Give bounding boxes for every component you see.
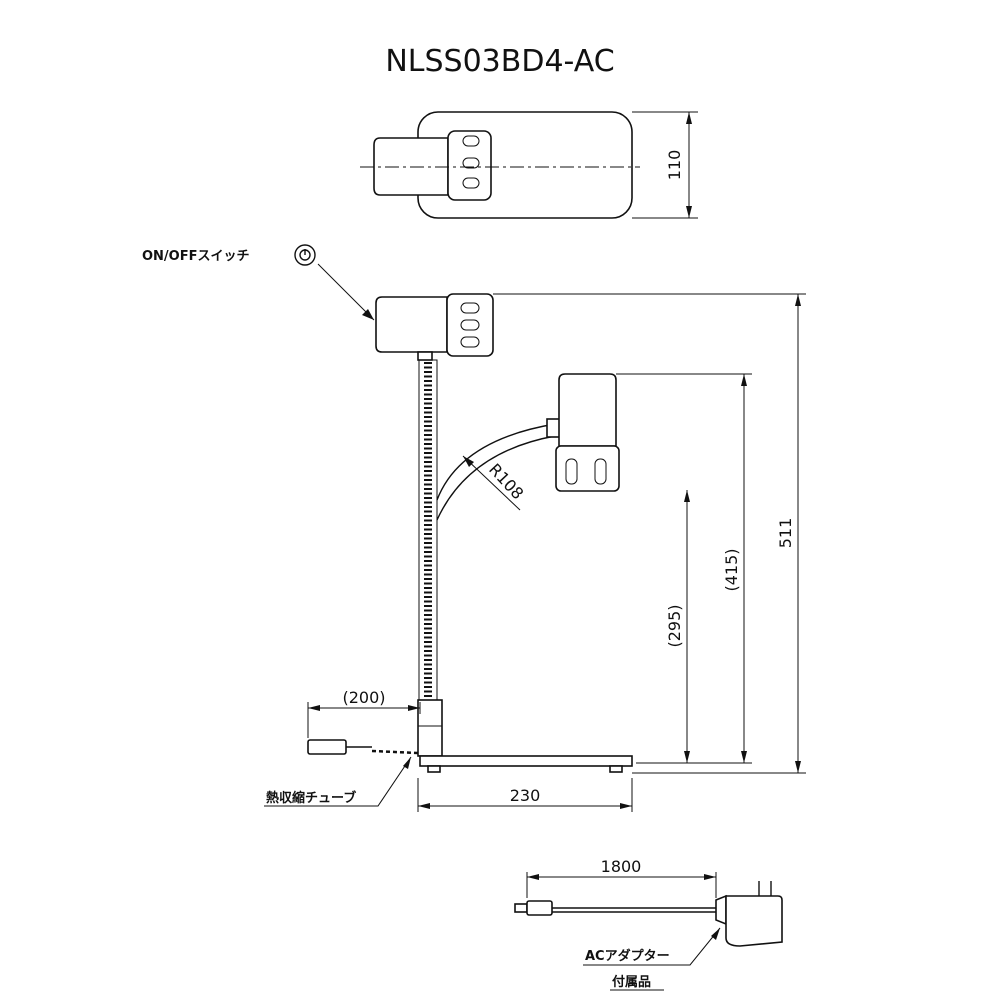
adapter-dc-plug <box>526 900 553 916</box>
cord-plug <box>307 739 347 755</box>
base-foot-right <box>609 765 623 773</box>
heat-shrink-label: 熱収縮チューブ <box>266 790 356 806</box>
base-plate <box>419 755 633 767</box>
side-head-cap <box>446 293 494 357</box>
adapter-body <box>725 895 783 947</box>
lamp-housing <box>558 373 617 447</box>
dim-arm-height: (295) <box>665 604 684 647</box>
dim-cord-length: (200) <box>342 688 385 707</box>
power-icon <box>294 244 316 266</box>
lamp-head <box>555 445 620 492</box>
top-view: 110 <box>360 111 698 219</box>
ac-adapter-label: ACアダプター <box>585 948 670 964</box>
dim-overall-height: 511 <box>776 518 795 549</box>
adapter-dc-tip <box>514 903 528 913</box>
top-view-head-cap <box>447 130 492 201</box>
switch-label: ON/OFFスイッチ <box>142 249 250 264</box>
base-foot-left <box>427 765 441 773</box>
dim-base-length: 230 <box>510 786 541 805</box>
arm-outer <box>436 423 556 501</box>
side-head-housing <box>375 296 448 353</box>
side-view <box>307 293 633 773</box>
switch-leader <box>317 263 375 321</box>
arm-inner <box>436 435 556 521</box>
ac-adapter-leader <box>583 927 721 966</box>
base-post <box>417 699 443 757</box>
heat-shrink-leader <box>264 756 412 807</box>
dim-adapter-cord-length: 1800 <box>601 857 642 876</box>
accessory-label: 付属品 <box>612 974 651 990</box>
drawing-title: NLSS03BD4-AC <box>385 44 614 79</box>
dim-top-width: 110 <box>665 150 684 181</box>
ac-adapter <box>514 881 783 947</box>
cord-wire <box>371 749 419 755</box>
dim-lamp-height: (415) <box>722 548 741 591</box>
head-joint <box>417 351 433 361</box>
